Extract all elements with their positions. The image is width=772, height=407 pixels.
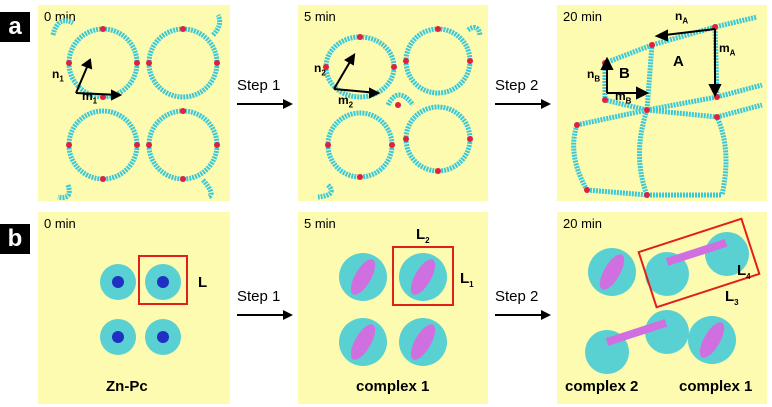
time-label: 20 min <box>563 9 603 24</box>
framework-5min <box>317 24 483 200</box>
row-label-a: a <box>0 12 30 42</box>
complex1-caption-right: complex 1 <box>679 378 753 395</box>
L3-label: L3 <box>725 288 739 307</box>
time-label: 5 min <box>304 9 336 24</box>
region-A-label: A <box>673 53 684 70</box>
L2-label: L2 <box>416 226 430 245</box>
step2-label-b: Step 2 <box>495 288 539 305</box>
step1-arrow-b <box>237 310 293 320</box>
L-label: L <box>198 274 208 291</box>
step1-label-a: Step 1 <box>237 77 281 94</box>
step1-arrow-a <box>237 99 293 109</box>
complex1-caption: complex 1 <box>356 378 430 395</box>
time-label: 20 min <box>563 216 603 231</box>
m2-label: m2 <box>338 93 354 110</box>
znpc-lattice <box>100 255 188 355</box>
complex2-caption: complex 2 <box>565 378 639 395</box>
time-label: 0 min <box>44 216 76 231</box>
step2-arrow-b <box>495 310 551 320</box>
step1-label-b: Step 1 <box>237 288 281 305</box>
panel-a3: 20 min <box>557 5 767 201</box>
m1-label: m1 <box>82 89 98 106</box>
complex2-lattice <box>585 217 761 374</box>
znpc-caption: Zn-Pc <box>106 378 148 395</box>
region-B-label: B <box>619 65 630 82</box>
framework-20min <box>571 14 763 198</box>
L1-label: L1 <box>460 270 474 289</box>
mA-label: mA <box>719 41 736 58</box>
n2-label: n2 <box>314 61 326 78</box>
step2-label-a: Step 2 <box>495 77 539 94</box>
nA-label: nA <box>675 9 689 26</box>
panel-b2: 5 min L2 L1 complex 1 <box>298 212 488 404</box>
mB-label: mB <box>615 89 632 106</box>
nB-label: nB <box>587 67 601 84</box>
step2-arrow-a <box>495 99 551 109</box>
n1-label: n1 <box>52 67 64 84</box>
complex1-lattice <box>339 246 454 366</box>
row-label-b: b <box>0 224 30 254</box>
panel-b3: 20 min L4 L3 complex 2 complex 1 <box>557 212 767 404</box>
L4-label: L4 <box>737 262 751 281</box>
time-label: 5 min <box>304 216 336 231</box>
panel-b1: 0 min L Zn-Pc <box>38 212 230 404</box>
panel-a2: 5 min n2 m2 <box>298 5 488 201</box>
panel-a1: 0 min n1 m1 <box>38 5 230 201</box>
framework-0min <box>50 13 223 200</box>
